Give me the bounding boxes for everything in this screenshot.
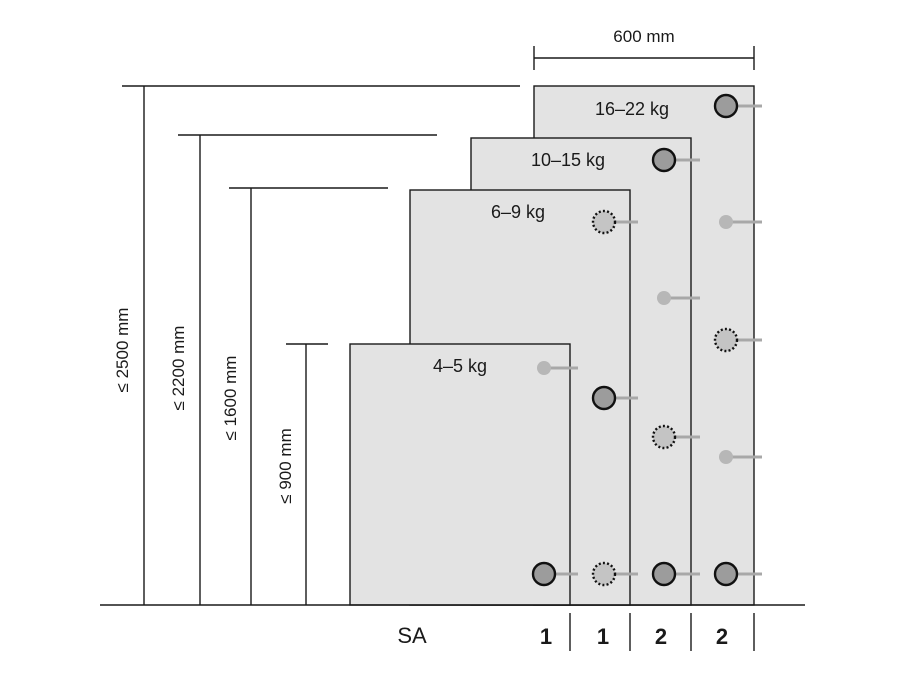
solid-ring-icon: [713, 93, 739, 119]
column-count-3: 2: [655, 624, 667, 649]
grey-dot-icon: [657, 291, 671, 305]
grey-dot-icon: [719, 215, 733, 229]
solid-ring-icon: [651, 561, 677, 587]
weight-label-6-9: 6–9 kg: [491, 202, 545, 222]
height-label-2200: ≤ 2200 mm: [169, 326, 188, 411]
width-dimension: 600 mm: [533, 27, 755, 70]
dotted-ring-icon: [591, 561, 617, 587]
solid-ring-icon: [591, 385, 617, 411]
weight-label-4-5: 4–5 kg: [433, 356, 487, 376]
grey-dot-icon: [537, 361, 551, 375]
solid-ring-icon: [531, 561, 557, 587]
height-dimension-2500: ≤ 2500 mm: [113, 85, 520, 605]
height-dimension-1600: ≤ 1600 mm: [221, 187, 388, 605]
weight-label-16-22: 16–22 kg: [595, 99, 669, 119]
column-count-2: 1: [597, 624, 609, 649]
weight-label-10-15: 10–15 kg: [531, 150, 605, 170]
grey-dot-icon: [719, 450, 733, 464]
column-count-4: 2: [716, 624, 728, 649]
height-dimension-2200: ≤ 2200 mm: [169, 134, 437, 605]
dotted-ring-icon: [591, 209, 617, 235]
height-label-1600: ≤ 1600 mm: [221, 356, 240, 441]
solid-ring-icon: [651, 147, 677, 173]
dotted-ring-icon: [651, 424, 677, 450]
mounting-points: [531, 93, 762, 587]
solid-ring-icon: [713, 561, 739, 587]
dotted-ring-icon: [713, 327, 739, 353]
sa-label: SA: [397, 623, 427, 648]
panel-4-5kg: [349, 343, 571, 606]
column-separators: [569, 613, 755, 651]
width-dimension-label: 600 mm: [613, 27, 674, 46]
height-dimension-900: ≤ 900 mm: [276, 343, 328, 605]
height-label-900: ≤ 900 mm: [276, 428, 295, 503]
height-label-2500: ≤ 2500 mm: [113, 308, 132, 393]
column-count-1: 1: [540, 624, 552, 649]
